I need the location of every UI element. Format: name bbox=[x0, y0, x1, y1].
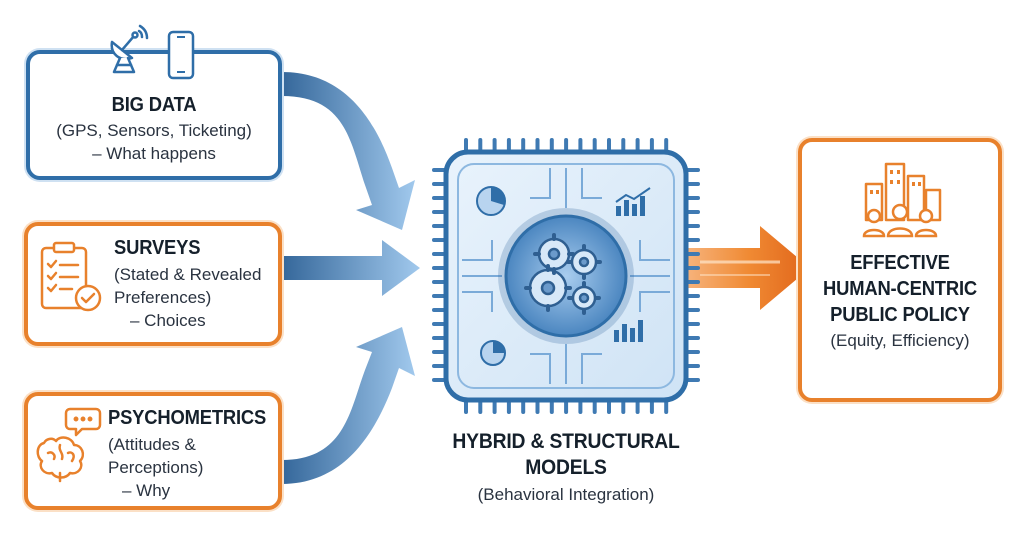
brain-speech-icon bbox=[36, 407, 102, 483]
model-subtitle: (Behavioral Integration) bbox=[477, 485, 655, 504]
surveys-line-1: (Stated & Revealed bbox=[114, 265, 262, 284]
bar-chart-small-icon bbox=[614, 320, 643, 342]
pie-chart-small-icon bbox=[480, 340, 506, 366]
surveys-role: – Choices bbox=[130, 311, 206, 330]
arrow-output bbox=[688, 226, 810, 310]
psychometrics-line-2: Perceptions) bbox=[108, 458, 204, 477]
surveys-line-2: Preferences) bbox=[114, 288, 212, 307]
policy-title-line-2: HUMAN-CENTRIC bbox=[822, 278, 977, 300]
arrow-big-data bbox=[282, 72, 415, 230]
smartphone-icon bbox=[167, 30, 195, 80]
policy-subtitle: (Equity, Efficiency) bbox=[830, 331, 970, 350]
arrow-surveys bbox=[282, 240, 420, 296]
big-data-box bbox=[26, 50, 282, 180]
big-data-role: – What happens bbox=[92, 144, 216, 163]
psychometrics-title: PSYCHOMETRICS bbox=[108, 407, 267, 429]
model-title-line-1: HYBRID & STRUCTURAL bbox=[452, 430, 680, 453]
arrow-psychometrics bbox=[282, 327, 415, 484]
policy-title-line-1: EFFECTIVE bbox=[850, 252, 950, 274]
big-data-title: BIG DATA bbox=[111, 94, 197, 116]
policy-title-line-3: PUBLIC POLICY bbox=[830, 304, 970, 326]
bar-chart-icon bbox=[615, 187, 651, 216]
psychometrics-role: – Why bbox=[122, 481, 171, 500]
psychometrics-line-1: (Attitudes & bbox=[108, 435, 196, 454]
city-people-icon bbox=[862, 162, 942, 238]
satellite-dish-icon bbox=[110, 24, 149, 74]
big-data-sources: (GPS, Sensors, Ticketing) bbox=[56, 121, 252, 140]
surveys-title: SURVEYS bbox=[114, 237, 201, 259]
gears-icon bbox=[524, 233, 602, 315]
model-title-line-2: MODELS bbox=[525, 456, 607, 479]
clipboard-checklist-icon bbox=[40, 241, 102, 312]
pie-chart-icon bbox=[476, 186, 506, 216]
